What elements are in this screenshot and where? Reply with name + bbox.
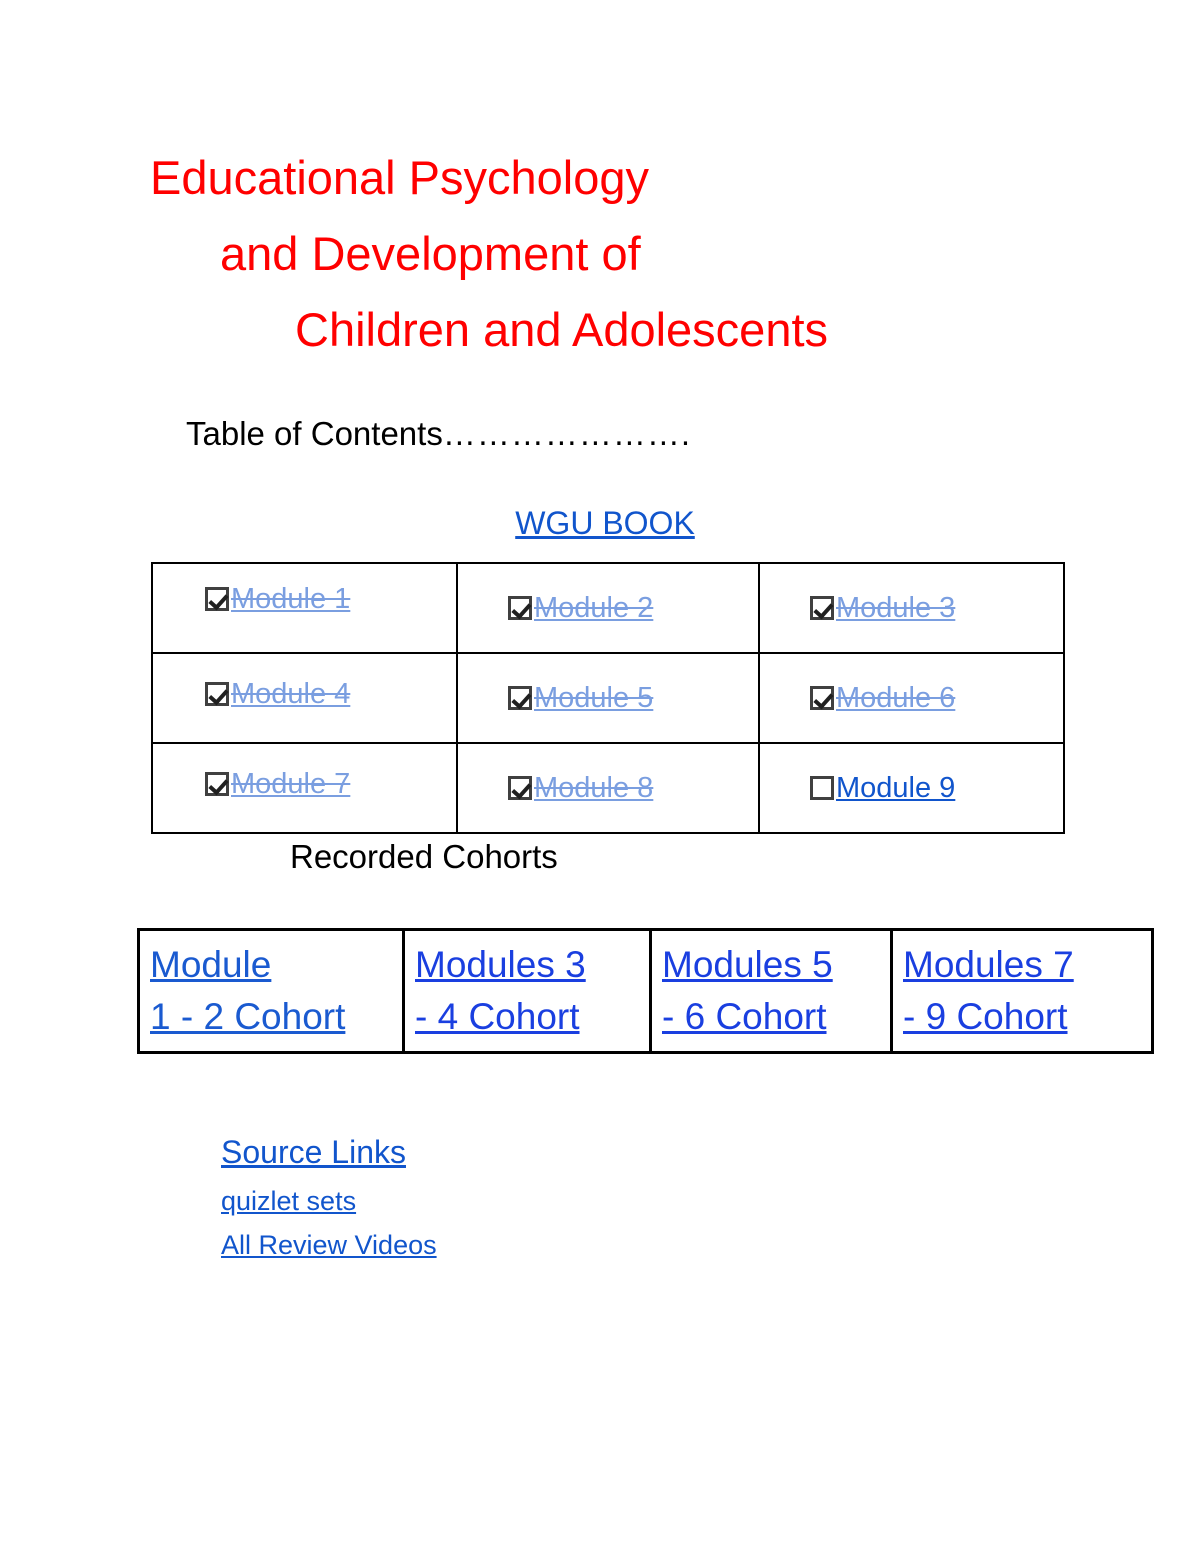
checkbox-checked-icon[interactable]	[810, 596, 834, 620]
wgu-book-link[interactable]: WGU BOOK	[515, 505, 695, 541]
module-cell[interactable]: Module 8	[456, 742, 760, 834]
module-link[interactable]: Module 7	[231, 767, 351, 800]
title-line-2: and Development of	[220, 227, 641, 280]
cohort-link-line1: Modules 7	[903, 944, 1074, 985]
table-row: Module 4 Module 5 Module 6	[151, 652, 1065, 744]
module-cell[interactable]: Module 5	[456, 652, 760, 744]
cohort-link[interactable]: Modules 3 - 4 Cohort	[415, 939, 643, 1043]
checkbox-checked-icon[interactable]	[205, 682, 229, 706]
cohort-link-line2: - 9 Cohort	[903, 996, 1068, 1037]
source-links-group: Source Links quizlet sets All Review Vid…	[221, 1126, 437, 1267]
module-link[interactable]: Module 4	[231, 677, 351, 710]
title-line-1: Educational Psychology	[150, 151, 650, 204]
cohort-link[interactable]: Modules 5 - 6 Cohort	[662, 939, 884, 1043]
cohort-cell[interactable]: Modules 7 - 9 Cohort	[890, 928, 1154, 1054]
cohort-link-line2: - 6 Cohort	[662, 996, 827, 1037]
modules-table: Module 1 Module 2 Module 3 Modu	[151, 562, 1065, 834]
module-cell[interactable]: Module 6	[758, 652, 1065, 744]
module-link[interactable]: Module 6	[836, 681, 956, 714]
document-title: Educational Psychology and Development o…	[150, 140, 1050, 368]
cohorts-table: Module 1 - 2 Cohort Modules 3 - 4 Cohort…	[137, 928, 1154, 1054]
checkbox-unchecked-icon[interactable]	[810, 776, 834, 800]
recorded-cohorts-caption: Recorded Cohorts	[290, 838, 558, 875]
quizlet-sets-link[interactable]: quizlet sets	[221, 1186, 357, 1216]
table-row: Module 1 Module 2 Module 3	[151, 562, 1065, 654]
module-cell[interactable]: Module 4	[151, 652, 458, 744]
cohort-cell[interactable]: Modules 3 - 4 Cohort	[402, 928, 652, 1054]
module-cell[interactable]: Module 7	[151, 742, 458, 834]
table-of-contents-label: Table of Contents………………….	[186, 415, 691, 453]
cohort-link-line2: - 4 Cohort	[415, 996, 580, 1037]
module-link[interactable]: Module 8	[534, 771, 654, 804]
toc-leader-dots: ………………….	[442, 415, 692, 452]
cohort-link[interactable]: Modules 7 - 9 Cohort	[903, 939, 1145, 1043]
module-link[interactable]: Module 2	[534, 591, 654, 624]
cohort-link-line1: Modules 3	[415, 944, 586, 985]
module-link[interactable]: Module 5	[534, 681, 654, 714]
module-cell[interactable]: Module 9	[758, 742, 1065, 834]
checkbox-checked-icon[interactable]	[205, 772, 229, 796]
module-link[interactable]: Module 9	[836, 771, 956, 804]
checkbox-checked-icon[interactable]	[508, 686, 532, 710]
module-cell[interactable]: Module 3	[758, 562, 1065, 654]
cohort-cell[interactable]: Module 1 - 2 Cohort	[137, 928, 405, 1054]
toc-text: Table of Contents	[186, 415, 443, 452]
table-row: Module 1 - 2 Cohort Modules 3 - 4 Cohort…	[137, 928, 1154, 1054]
cohort-link-line1: Module	[150, 944, 272, 985]
checkbox-checked-icon[interactable]	[205, 587, 229, 611]
cohort-cell[interactable]: Modules 5 - 6 Cohort	[649, 928, 893, 1054]
title-line-3: Children and Adolescents	[295, 303, 829, 356]
cohort-link-line2: 1 - 2 Cohort	[150, 996, 346, 1037]
module-cell[interactable]: Module 1	[151, 562, 458, 654]
source-links-link[interactable]: Source Links	[221, 1134, 406, 1170]
table-row: Module 7 Module 8 Module 9	[151, 742, 1065, 834]
checkbox-checked-icon[interactable]	[508, 596, 532, 620]
cohort-link-line1: Modules 5	[662, 944, 833, 985]
checkbox-checked-icon[interactable]	[508, 776, 532, 800]
wgu-book-link-container: WGU BOOK	[150, 505, 1060, 542]
module-cell[interactable]: Module 2	[456, 562, 760, 654]
checkbox-checked-icon[interactable]	[810, 686, 834, 710]
module-link[interactable]: Module 3	[836, 591, 956, 624]
module-link[interactable]: Module 1	[231, 582, 351, 615]
all-review-videos-link[interactable]: All Review Videos	[221, 1230, 437, 1260]
cohort-link[interactable]: Module 1 - 2 Cohort	[150, 939, 396, 1043]
